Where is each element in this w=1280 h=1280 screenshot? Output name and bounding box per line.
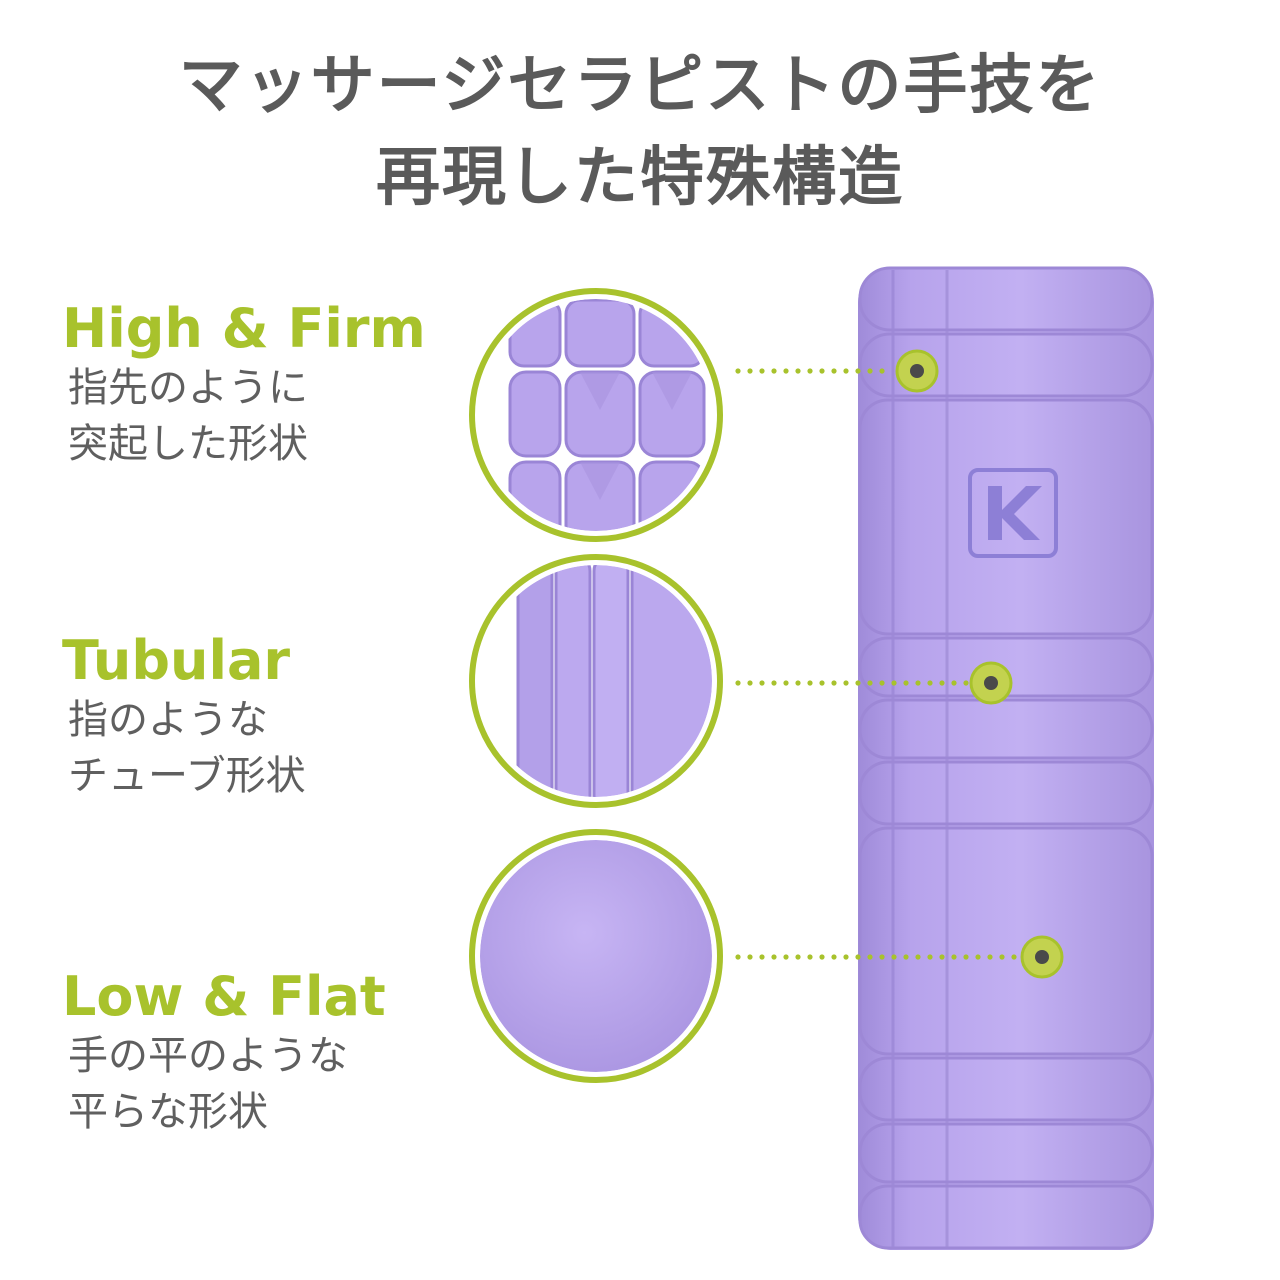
leader-dot — [867, 954, 873, 960]
leader-dot — [819, 680, 825, 686]
headline: マッサージセラピストの手技を 再現した特殊構造 — [0, 40, 1280, 224]
leader-dot — [735, 368, 741, 374]
leader-dot — [795, 954, 801, 960]
leader-dot — [879, 680, 885, 686]
feature-desc-line-1: 指のような — [68, 697, 268, 743]
headline-line-1: マッサージセラピストの手技を — [178, 49, 1102, 123]
leader-dot — [771, 368, 777, 374]
leader-dot — [819, 954, 825, 960]
feature-high-firm: High & Firm 指先のように 突起した形状 — [62, 298, 426, 472]
leader-dot — [855, 368, 861, 374]
leader-dot — [879, 368, 885, 374]
leader-dot — [927, 954, 933, 960]
feature-title: High & Firm — [62, 297, 426, 360]
foam-roller — [858, 266, 1154, 1250]
feature-desc-line-2: チューブ形状 — [68, 753, 306, 799]
feature-low-flat: Low & Flat 手の平のような 平らな形状 — [62, 966, 386, 1140]
leader-dot — [807, 368, 813, 374]
leader-dot — [987, 954, 993, 960]
leader-dot — [903, 680, 909, 686]
leader-lines — [735, 368, 1017, 960]
leader-dot — [759, 954, 765, 960]
leader-dot — [843, 680, 849, 686]
leader-dot — [999, 954, 1005, 960]
feature-title: Low & Flat — [62, 965, 386, 1028]
leader-dot — [807, 680, 813, 686]
leader-dot — [939, 954, 945, 960]
marker-low-flat — [1020, 935, 1064, 979]
leader-dot — [831, 680, 837, 686]
leader-dot — [783, 368, 789, 374]
leader-dot — [771, 680, 777, 686]
leader-dot — [843, 368, 849, 374]
leader-dot — [903, 954, 909, 960]
leader-dot — [915, 954, 921, 960]
leader-dot — [867, 680, 873, 686]
leader-dot — [783, 680, 789, 686]
leader-dot — [831, 954, 837, 960]
leader-dot — [759, 368, 765, 374]
feature-desc-line-2: 突起した形状 — [68, 421, 308, 467]
leader-dot — [891, 954, 897, 960]
leader-dot — [855, 680, 861, 686]
feature-desc-line-1: 手の平のような — [68, 1033, 348, 1079]
leader-dot — [747, 954, 753, 960]
headline-line-2: 再現した特殊構造 — [376, 141, 904, 215]
leader-dot — [843, 954, 849, 960]
leader-dot — [939, 680, 945, 686]
leader-dot — [807, 954, 813, 960]
leader-dot — [975, 954, 981, 960]
leader-dot — [747, 680, 753, 686]
leader-dot — [915, 680, 921, 686]
leader-dot — [867, 368, 873, 374]
leader-dot — [747, 368, 753, 374]
trigger-point-logo-icon — [968, 468, 1058, 558]
leader-dot — [927, 680, 933, 686]
leader-dot — [771, 954, 777, 960]
leader-dot — [759, 680, 765, 686]
leader-dot — [795, 680, 801, 686]
leader-dot — [795, 368, 801, 374]
leader-dot — [1011, 954, 1017, 960]
feature-desc-line-2: 平らな形状 — [68, 1089, 268, 1135]
zoom-low-flat — [469, 829, 723, 1083]
leader-dot — [855, 954, 861, 960]
leader-dot — [891, 680, 897, 686]
leader-dot — [951, 680, 957, 686]
leader-dot — [783, 954, 789, 960]
marker-high-firm — [895, 349, 939, 393]
marker-tubular — [969, 661, 1013, 705]
leader-dot — [963, 954, 969, 960]
leader-dot — [819, 368, 825, 374]
leader-dot — [879, 954, 885, 960]
leader-dot — [735, 680, 741, 686]
feature-title: Tubular — [62, 629, 291, 692]
zoom-high-firm — [469, 288, 723, 542]
leader-dot — [963, 680, 969, 686]
feature-tubular: Tubular 指のような チューブ形状 — [62, 630, 306, 804]
leader-dot — [951, 954, 957, 960]
leader-dot — [735, 954, 741, 960]
leader-dot — [831, 368, 837, 374]
zoom-tubular — [469, 554, 723, 808]
feature-desc-line-1: 指先のように — [68, 365, 308, 411]
